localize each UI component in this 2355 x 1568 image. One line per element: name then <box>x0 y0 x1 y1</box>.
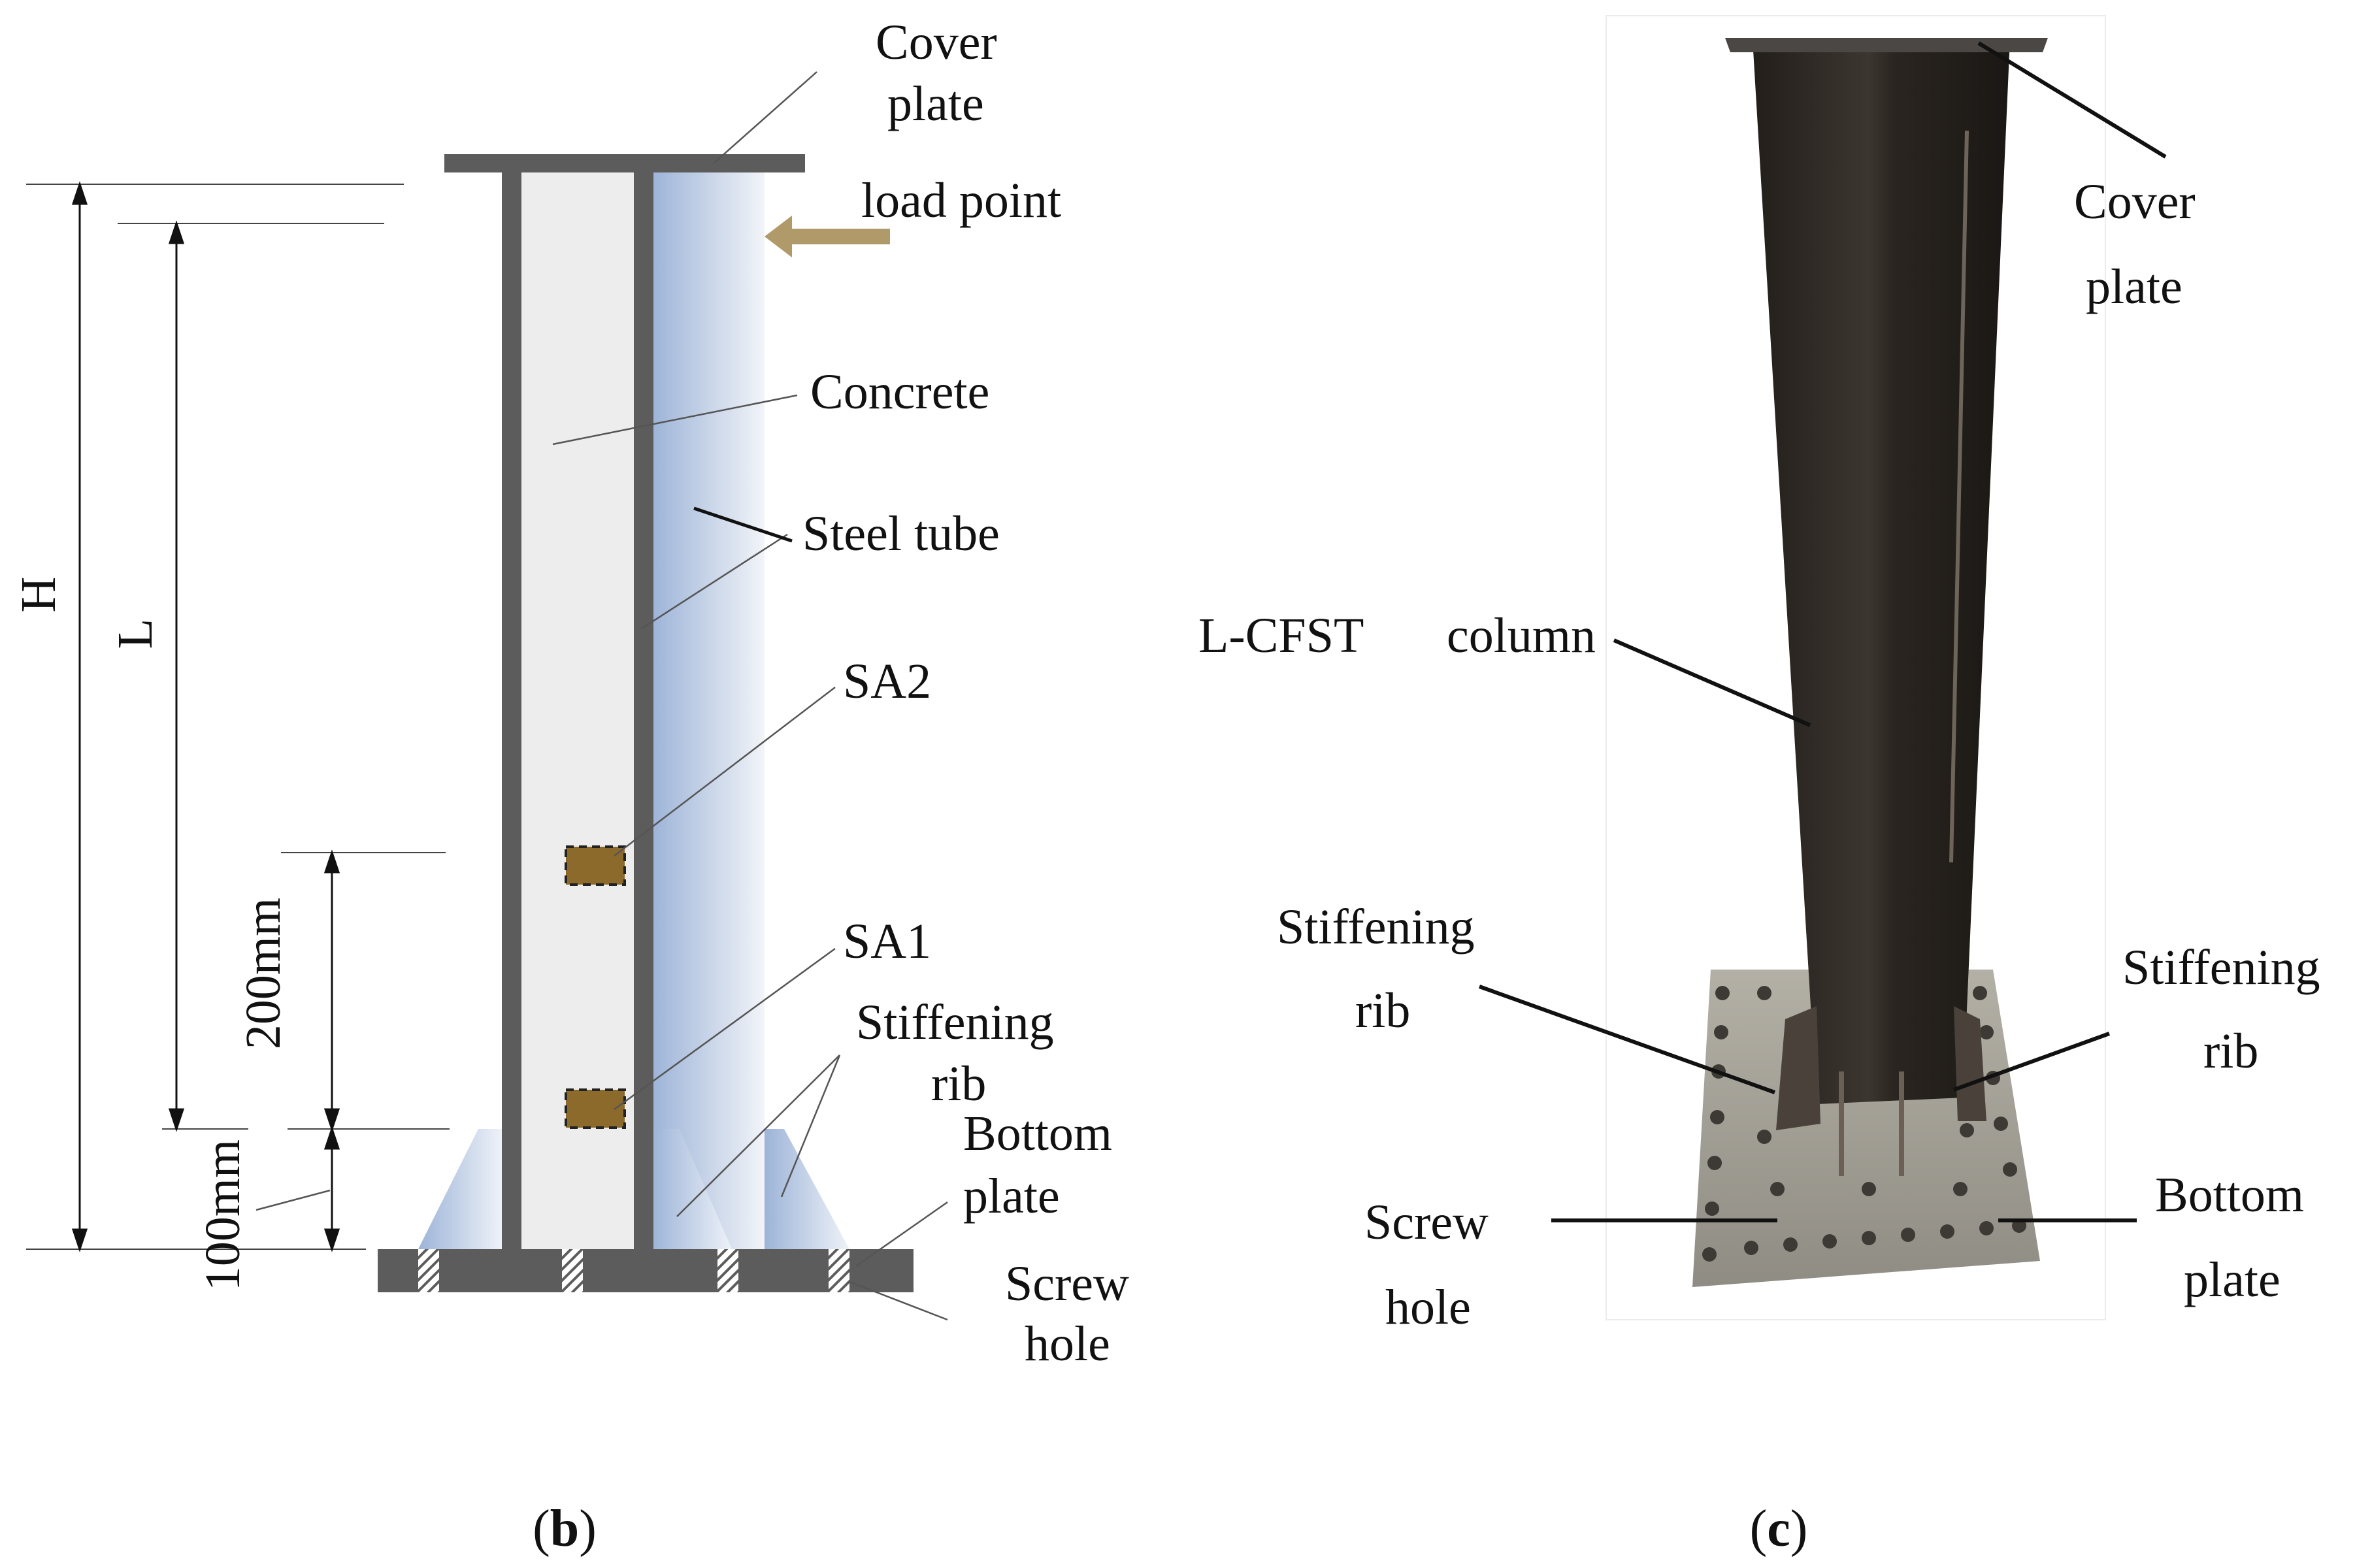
photo-label-cover-plate-line2: plate <box>2086 259 2182 314</box>
photo-stud-bolts <box>1839 1071 1904 1176</box>
photo-label-stiffening-rib-left-line1: Stiffening <box>1277 900 1475 955</box>
label-bottom-plate-line2: plate <box>963 1169 1060 1224</box>
photo-label-column: column <box>1447 608 1596 663</box>
photo-label-lcfst: L-CFST <box>1198 608 1364 663</box>
label-stiffening-rib-line1: Stiffening <box>856 995 1054 1050</box>
photo-label-cover-plate-line1: Cover <box>2074 174 2196 229</box>
photo-label-bottom-plate-line2: plate <box>2184 1252 2281 1307</box>
photo-stiffening-rib-left <box>1776 1006 1820 1130</box>
photo-label-screw-hole-line1: Screw <box>1364 1195 1489 1250</box>
dimension-label-100mm: 100mm <box>195 1139 250 1291</box>
photo-label-stiffening-rib-right-line2: rib <box>2203 1024 2258 1079</box>
dimension-label-h: H <box>11 577 66 613</box>
panel-b-caption: (b) <box>533 1500 597 1558</box>
load-arrow <box>765 216 890 257</box>
label-load-point: load point <box>861 173 1061 228</box>
bottom-plate <box>378 1249 914 1292</box>
steel-wall-left <box>502 171 521 1249</box>
stiffening-rib-left <box>418 1129 502 1249</box>
label-bottom-plate-line1: Bottom <box>963 1106 1112 1161</box>
stiffening-rib-middle <box>652 1129 732 1249</box>
dimension-label-l: L <box>108 619 163 649</box>
label-cover-plate-line2: plate <box>887 76 984 131</box>
steel-wall-middle <box>634 171 653 1249</box>
stiffening-rib-right <box>765 1129 849 1249</box>
screw-hole <box>562 1249 583 1292</box>
label-screw-hole-line1: Screw <box>1005 1256 1129 1311</box>
panel-c-caption: (c) <box>1750 1500 1808 1558</box>
photo-label-screw-hole-line2: hole <box>1385 1280 1471 1335</box>
label-sa1: SA1 <box>843 914 931 969</box>
photo-label-stiffening-rib-right-line1: Stiffening <box>2122 940 2320 995</box>
label-screw-hole-line2: hole <box>1025 1316 1110 1371</box>
photo-cover-plate <box>1725 38 2048 52</box>
label-stiffening-rib-line2: rib <box>931 1056 986 1111</box>
strain-gauge-sa2 <box>565 845 626 886</box>
screw-hole <box>829 1249 849 1292</box>
cover-plate <box>444 154 805 172</box>
panel-c-photo: Cover plate L-CFST column Stiffening rib… <box>1198 15 2320 1558</box>
steel-tube-body <box>652 171 765 1249</box>
photo-column <box>1753 39 2010 1104</box>
dimension-label-200mm: 200mm <box>236 898 291 1049</box>
concrete-core <box>521 171 634 1249</box>
panel-b-schematic: Cover plate load point Concrete Steel tu… <box>11 15 1129 1558</box>
photo-label-bottom-plate-line1: Bottom <box>2155 1168 2304 1222</box>
photo-stiffening-rib-right <box>1954 1006 1986 1121</box>
label-concrete: Concrete <box>810 365 989 419</box>
label-sa2: SA2 <box>843 654 931 709</box>
photo-column-edge <box>1949 130 1969 863</box>
screw-hole <box>717 1249 738 1292</box>
photo-label-stiffening-rib-left-line2: rib <box>1355 983 1410 1038</box>
label-cover-plate-line1: Cover <box>876 15 997 70</box>
label-steel-tube: Steel tube <box>802 506 1000 561</box>
screw-hole <box>418 1249 439 1292</box>
